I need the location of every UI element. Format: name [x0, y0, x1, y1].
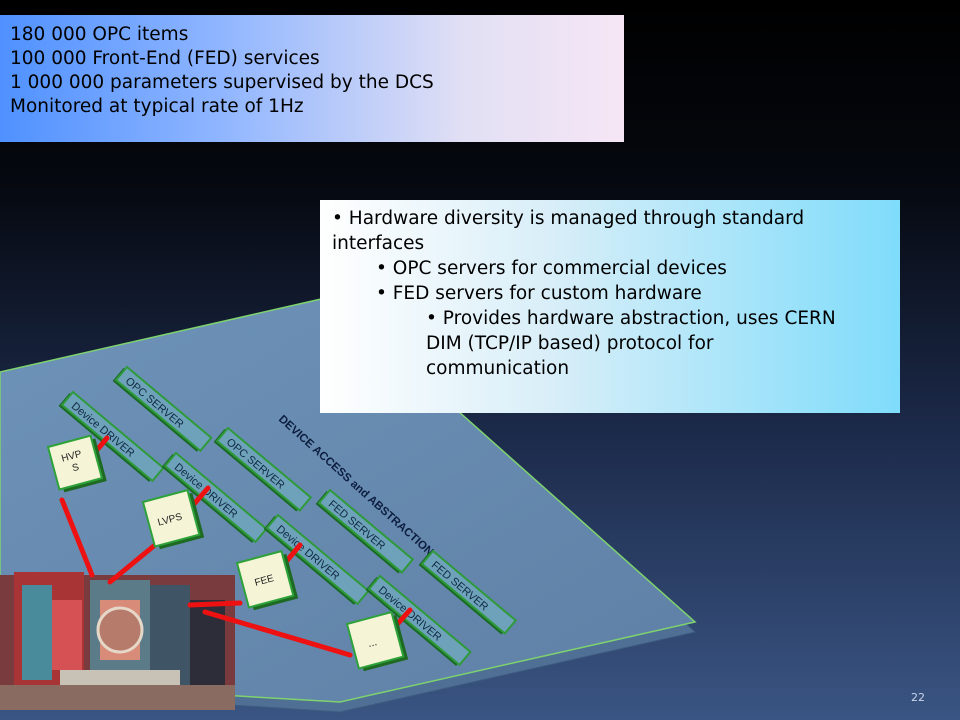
stats-box: 180 000 OPC items 100 000 Front-End (FED…: [0, 15, 624, 142]
bullet-abstraction-line-3: communication: [426, 358, 570, 379]
bullet-fed-servers: • FED servers for custom hardware: [376, 283, 702, 304]
stat-fed-services: 100 000 Front-End (FED) services: [10, 48, 320, 69]
other-device-box: ...: [345, 610, 409, 672]
stat-monitor-rate: Monitored at typical rate of 1Hz: [10, 96, 304, 117]
cables: [59, 435, 413, 658]
bullet-hardware-diversity: • Hardware diversity is managed through …: [332, 208, 805, 254]
bullet-abstraction-line-1: • Provides hardware abstraction, uses CE…: [426, 308, 836, 329]
bullet-abstraction-line-2: DIM (TCP/IP based) protocol for: [426, 333, 714, 354]
stat-opc-items: 180 000 OPC items: [10, 24, 189, 45]
fee-box: FEE: [235, 549, 299, 611]
hvps-label-1: HVP: [60, 449, 83, 465]
stat-parameters: 1 000 000 parameters supervised by the D…: [10, 72, 434, 93]
hvps-label-2: S: [71, 462, 81, 474]
detector-image: [0, 572, 235, 710]
info-box: • Hardware diversity is managed through …: [320, 200, 900, 413]
hvps-box: HVP S: [46, 434, 107, 493]
fee-label: FEE: [254, 573, 276, 589]
bullet-opc-servers: • OPC servers for commercial devices: [376, 258, 727, 279]
page-number: 22: [911, 691, 925, 704]
lvps-box: LVPS: [141, 488, 205, 550]
other-device-label: ...: [366, 636, 378, 650]
